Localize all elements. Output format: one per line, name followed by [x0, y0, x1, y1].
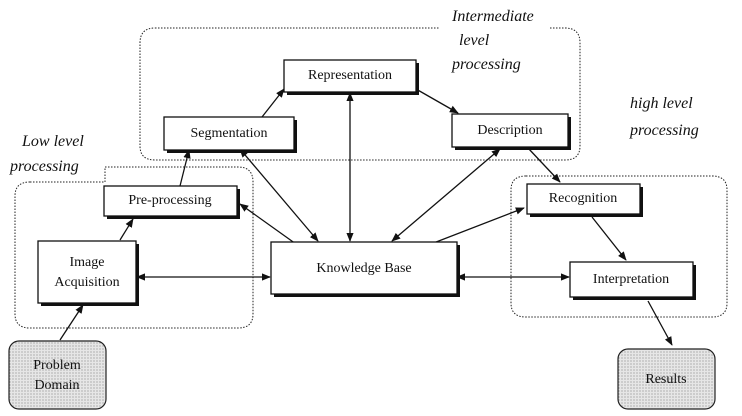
results-label: Results: [645, 372, 686, 387]
low-label-line2: processing: [9, 158, 79, 175]
preprocessing-label: Pre-processing: [128, 193, 211, 208]
node-knowledge-base: Knowledge Base: [270, 241, 460, 297]
segmentation-label: Segmentation: [191, 126, 268, 141]
recognition-label: Recognition: [549, 191, 617, 206]
node-recognition: Recognition: [526, 183, 643, 217]
edge-knowledge-base-description: [391, 148, 501, 242]
node-representation: Representation: [283, 59, 419, 95]
edge-knowledge-base-segmentation: [239, 148, 319, 242]
intermediate-level-label: Intermediate level processing: [451, 8, 534, 73]
problem-domain-label-line1: Problem: [33, 358, 81, 373]
node-preprocessing: Pre-processing: [103, 185, 240, 219]
node-image-acquisition: Image Acquisition: [37, 240, 139, 306]
edge-description-to-recognition: [527, 147, 561, 183]
image-acquisition-label-line1: Image: [70, 255, 105, 270]
high-level-frame: [510, 175, 728, 318]
node-interpretation: Interpretation: [569, 261, 696, 300]
intermediate-level-frame: [139, 27, 581, 161]
low-level-label: Low level processing: [9, 133, 84, 175]
description-label: Description: [477, 123, 542, 138]
node-description: Description: [451, 113, 571, 150]
intermediate-label-line2: level: [459, 32, 490, 49]
edge-problem-domain-to-image-acquisition: [59, 304, 84, 341]
representation-label: Representation: [308, 68, 392, 83]
edges: [59, 88, 673, 346]
low-label-line1: Low level: [21, 133, 84, 150]
node-results: Results: [617, 348, 716, 410]
node-problem-domain: Problem Domain: [8, 340, 107, 410]
edge-image-acquisition-to-preprocessing: [119, 218, 134, 241]
edge-interpretation-to-results: [647, 300, 673, 346]
node-segmentation: Segmentation: [163, 116, 297, 153]
interpretation-label: Interpretation: [593, 272, 669, 287]
edge-preprocessing-to-segmentation: [179, 149, 191, 187]
high-level-label: high level processing: [629, 95, 699, 139]
problem-domain-label-line2: Domain: [34, 378, 79, 393]
edge-segmentation-to-representation: [261, 88, 285, 118]
image-acquisition-label-line2: Acquisition: [54, 275, 119, 290]
edge-representation-to-description: [415, 88, 459, 114]
edge-recognition-to-interpretation: [591, 216, 627, 261]
high-label-line1: high level: [630, 95, 693, 112]
intermediate-label-line3: processing: [451, 56, 521, 73]
knowledge-base-label: Knowledge Base: [316, 261, 411, 276]
intermediate-label-line1: Intermediate: [451, 8, 534, 25]
high-label-line2: processing: [629, 122, 699, 139]
